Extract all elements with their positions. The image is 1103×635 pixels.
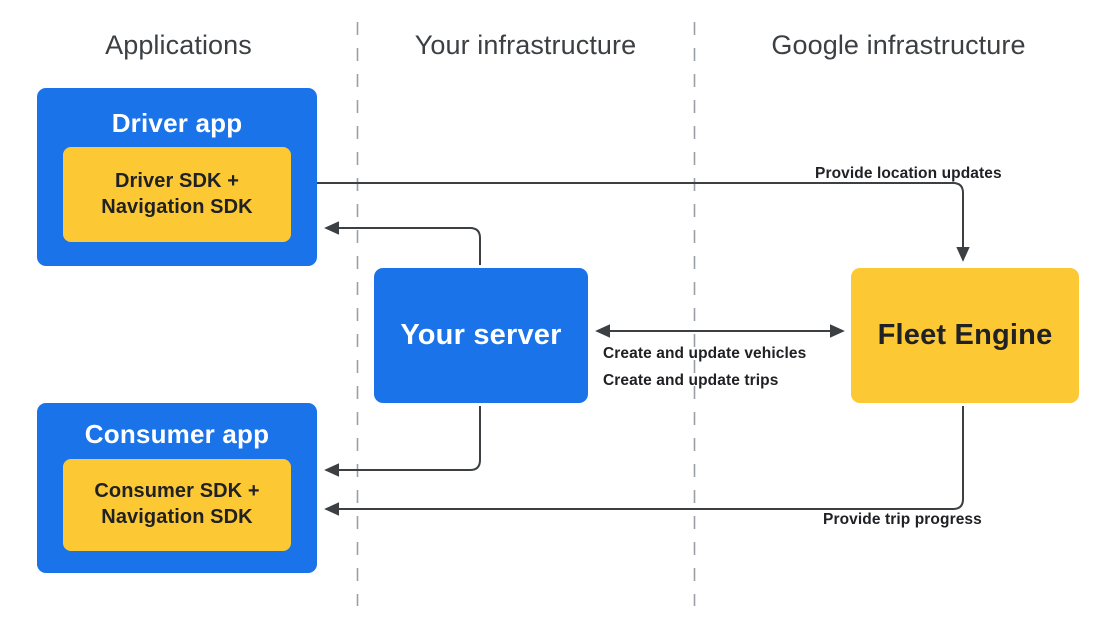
node-consumer-app[interactable]: Consumer app Consumer SDK + Navigation S… (37, 403, 317, 573)
driver-sdk-line-2: Navigation SDK (101, 195, 253, 218)
edge-label-create-and-update-trips: Create and update trips (603, 372, 779, 389)
connector-location-updates (306, 182, 970, 262)
driver-sdk-label: Driver SDK + Navigation SDK (101, 169, 252, 220)
your-server-label: Your server (400, 319, 562, 351)
fleet-engine-label: Fleet Engine (877, 319, 1053, 351)
node-consumer-sdk[interactable]: Consumer SDK + Navigation SDK (63, 459, 291, 551)
connector-trip-progress (324, 406, 964, 516)
consumer-sdk-label: Consumer SDK + Navigation SDK (94, 479, 259, 530)
consumer-sdk-line-2: Navigation SDK (101, 506, 253, 528)
node-driver-app[interactable]: Driver app Driver SDK + Navigation SDK (37, 88, 317, 266)
edge-label-provide-trip-progress: Provide trip progress (823, 511, 982, 528)
column-header-applications: Applications (105, 30, 252, 60)
connector-server-to-driver (324, 221, 481, 265)
node-fleet-engine[interactable]: Fleet Engine (851, 268, 1079, 403)
edge-label-provide-location-updates: Provide location updates (815, 165, 1002, 182)
consumer-app-title: Consumer app (84, 419, 270, 449)
edge-label-create-and-update-vehicles: Create and update vehicles (603, 345, 807, 362)
driver-app-title: Driver app (111, 108, 243, 138)
driver-sdk-line-1: Driver SDK + (114, 169, 240, 192)
consumer-sdk-line-1: Consumer SDK + (94, 480, 260, 503)
connector-server-to-consumer (324, 406, 481, 477)
column-header-google-infrastructure: Google infrastructure (771, 30, 1026, 60)
column-header-your-infrastructure: Your infrastructure (414, 30, 637, 60)
node-your-server[interactable]: Your server (374, 268, 588, 403)
node-driver-sdk[interactable]: Driver SDK + Navigation SDK (63, 147, 291, 242)
